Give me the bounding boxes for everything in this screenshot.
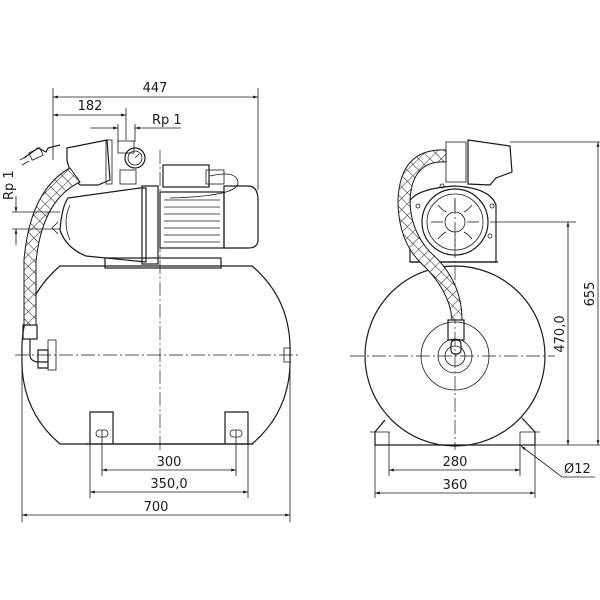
pump-base: [104, 257, 222, 269]
dim-overall-length: 447: [143, 81, 168, 96]
dimension-lines-front: [374, 141, 600, 498]
dim-outlet-offset: 182: [78, 99, 103, 114]
tank-feet: [85, 411, 253, 445]
front-view: 655 470,0 280 360 Ø12: [350, 139, 600, 498]
dim-inlet-thread: Rp 1: [2, 170, 17, 200]
power-plug: [19, 144, 61, 166]
pressure-gauge: [124, 147, 146, 169]
dim-foot-hole-spacing-front: 280: [443, 455, 468, 470]
dim-total-height: 655: [583, 282, 598, 307]
dim-hole-diameter: Ø12: [564, 462, 591, 477]
dim-foot-hole-spacing: 300: [157, 455, 182, 470]
dim-foot-width-front: 360: [443, 478, 468, 493]
dimension-lines-side: [12, 88, 291, 522]
dim-outlet-thread: Rp 1: [152, 113, 182, 128]
dim-foot-width: 350,0: [150, 477, 187, 492]
pump: [51, 139, 259, 265]
side-view: 447 182 Rp 1 Rp 1 300 350,0 700: [2, 81, 298, 522]
dim-tank-length: 700: [144, 500, 169, 515]
pump-volute: [421, 188, 489, 256]
suction-hose: [23, 167, 81, 326]
dim-axis-height: 470,0: [553, 315, 568, 352]
